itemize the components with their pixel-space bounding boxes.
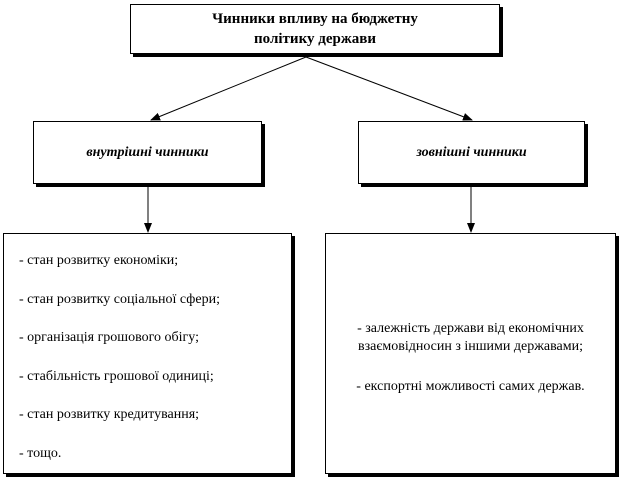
external-factors-list-node: - залежність держави від економічних вза… (325, 233, 616, 474)
list-item: - організація грошового обігу; (19, 330, 220, 369)
list-item: - стан розвитку економіки; (19, 253, 220, 292)
internal-factors-list-node: - стан розвитку економіки; - стан розвит… (3, 233, 292, 474)
list-item: - експортні можливості самих держав. (326, 378, 615, 396)
list-item: - стан розвитку соціальної сфери; (19, 292, 220, 331)
list-item: - стабільність грошової одиниці; (19, 369, 220, 408)
external-factors-list: - залежність держави від економічних вза… (326, 320, 615, 418)
root-title: Чинники впливу на бюджетну політику держ… (185, 9, 445, 49)
external-factors-label: зовнішні чинники (416, 145, 526, 161)
list-item: - стан розвитку кредитування; (19, 407, 220, 446)
internal-factors-list: - стан розвитку економіки; - стан розвит… (19, 253, 220, 484)
internal-factors-node: внутрішні чинники (33, 121, 262, 184)
arrow-root-to-internal (151, 57, 306, 120)
external-factors-node: зовнішні чинники (358, 121, 585, 184)
root-node: Чинники впливу на бюджетну політику держ… (130, 4, 500, 54)
list-item: - залежність держави від економічних вза… (326, 320, 615, 356)
list-item: - тощо. (19, 446, 220, 484)
arrow-root-to-external (306, 57, 472, 120)
internal-factors-label: внутрішні чинники (86, 145, 208, 161)
